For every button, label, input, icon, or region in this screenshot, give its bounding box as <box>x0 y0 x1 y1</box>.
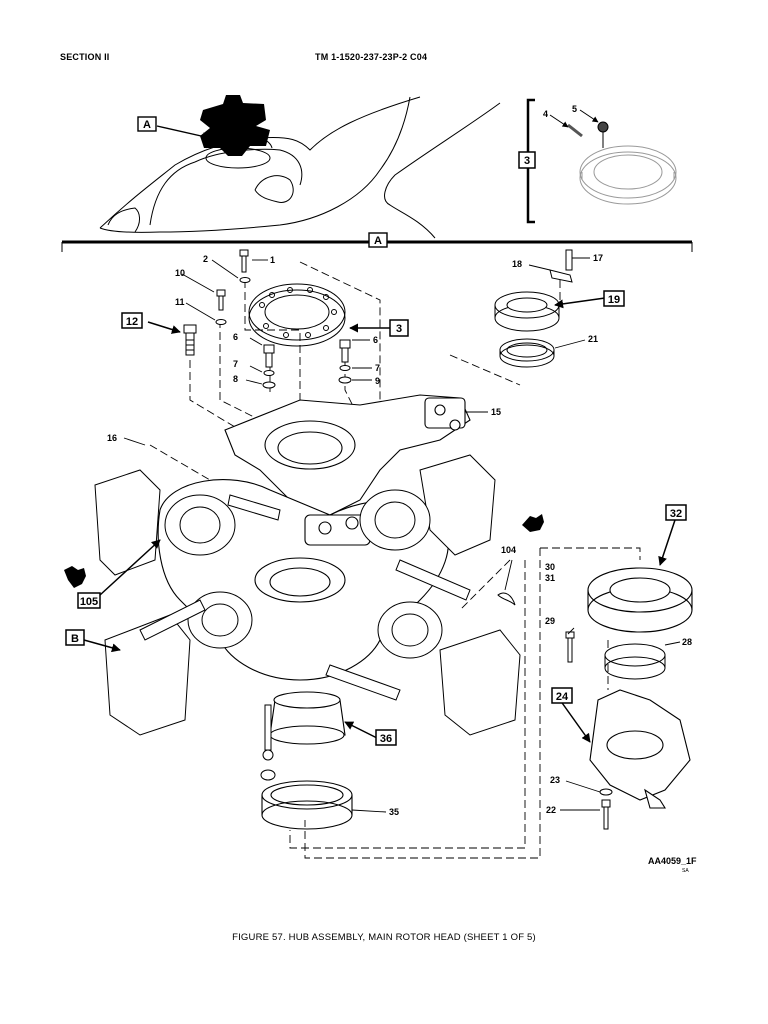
stud-6-right <box>338 339 352 384</box>
spindle-ring-32 <box>587 567 693 633</box>
bolt-22 <box>599 788 613 830</box>
svg-text:28: 28 <box>682 637 692 647</box>
rotor-arm-front-right <box>377 601 521 736</box>
svg-text:35: 35 <box>389 807 399 817</box>
view-a-box-divider <box>368 232 388 248</box>
svg-text:2: 2 <box>203 254 208 264</box>
svg-text:4: 4 <box>543 109 548 119</box>
svg-text:23: 23 <box>550 775 560 785</box>
svg-text:8: 8 <box>233 374 238 384</box>
svg-text:105: 105 <box>80 596 98 608</box>
svg-text:11: 11 <box>175 297 185 307</box>
svg-text:12: 12 <box>126 316 138 328</box>
svg-text:18: 18 <box>512 259 522 269</box>
bolt-29 <box>565 631 575 663</box>
figure-caption: FIGURE 57. HUB ASSEMBLY, MAIN ROTOR HEAD… <box>232 932 536 943</box>
bolt-1 <box>239 249 251 283</box>
bearing-19 <box>494 291 560 332</box>
view-b-label: B <box>71 633 79 645</box>
stud-6-left <box>262 344 276 389</box>
callout-box-3-inset <box>518 151 536 169</box>
rotor-arm-front-left <box>104 591 253 736</box>
svg-text:6: 6 <box>373 335 378 345</box>
svg-text:6: 6 <box>233 332 238 342</box>
section-label: SECTION II <box>60 52 110 62</box>
view-a-box-top <box>137 116 157 132</box>
svg-text:9: 9 <box>375 376 380 386</box>
svg-text:21: 21 <box>588 334 598 344</box>
svg-text:22: 22 <box>546 805 556 815</box>
pitch-link-left <box>139 494 281 641</box>
rotor-head-silhouette <box>200 95 270 156</box>
bushing-28 <box>604 643 666 680</box>
helicopter-overview <box>99 96 501 239</box>
hand-icon-left <box>64 566 86 588</box>
pin-stack-left <box>260 704 276 781</box>
svg-text:10: 10 <box>175 268 185 278</box>
svg-text:7: 7 <box>233 359 238 369</box>
svg-text:3: 3 <box>396 323 402 335</box>
svg-text:1: 1 <box>270 255 275 265</box>
decal-104 <box>497 592 516 606</box>
art-code: AA4059_1F <box>648 856 697 866</box>
view-a-label-divider: A <box>374 235 382 247</box>
svg-text:30: 30 <box>545 562 555 572</box>
inset-small-parts <box>567 121 609 148</box>
svg-text:24: 24 <box>556 691 569 703</box>
manual-number: TM 1-1520-237-23P-2 C04 <box>315 52 428 62</box>
svg-text:104: 104 <box>501 545 516 555</box>
bracket-18 <box>549 249 573 283</box>
svg-text:16: 16 <box>107 433 117 443</box>
fitting-12 <box>183 324 197 356</box>
rotor-arm-right <box>359 454 496 556</box>
pitch-link-right <box>325 559 471 701</box>
svg-text:31: 31 <box>545 573 555 583</box>
seal-21 <box>499 338 555 368</box>
view-a-label-top: A <box>143 119 151 131</box>
hand-icon-right <box>522 514 544 532</box>
svg-text:15: 15 <box>491 407 501 417</box>
svg-text:7: 7 <box>375 363 380 373</box>
rotor-arm-left <box>94 469 236 576</box>
housing-24 <box>589 689 691 809</box>
svg-text:17: 17 <box>593 253 603 263</box>
svg-text:32: 32 <box>670 508 682 520</box>
bolt-10 <box>215 289 227 325</box>
svg-text:19: 19 <box>608 294 620 306</box>
svg-text:36: 36 <box>380 733 392 745</box>
svg-text:3: 3 <box>524 155 530 167</box>
ring-35 <box>261 780 353 830</box>
retainer-ring-inset <box>579 145 677 205</box>
art-suffix: SA <box>682 868 689 874</box>
hub-plate-15 <box>224 394 471 521</box>
svg-text:29: 29 <box>545 616 555 626</box>
cone-36 <box>269 691 346 745</box>
svg-text:5: 5 <box>572 104 577 114</box>
retainer-ring-3 <box>248 283 346 347</box>
